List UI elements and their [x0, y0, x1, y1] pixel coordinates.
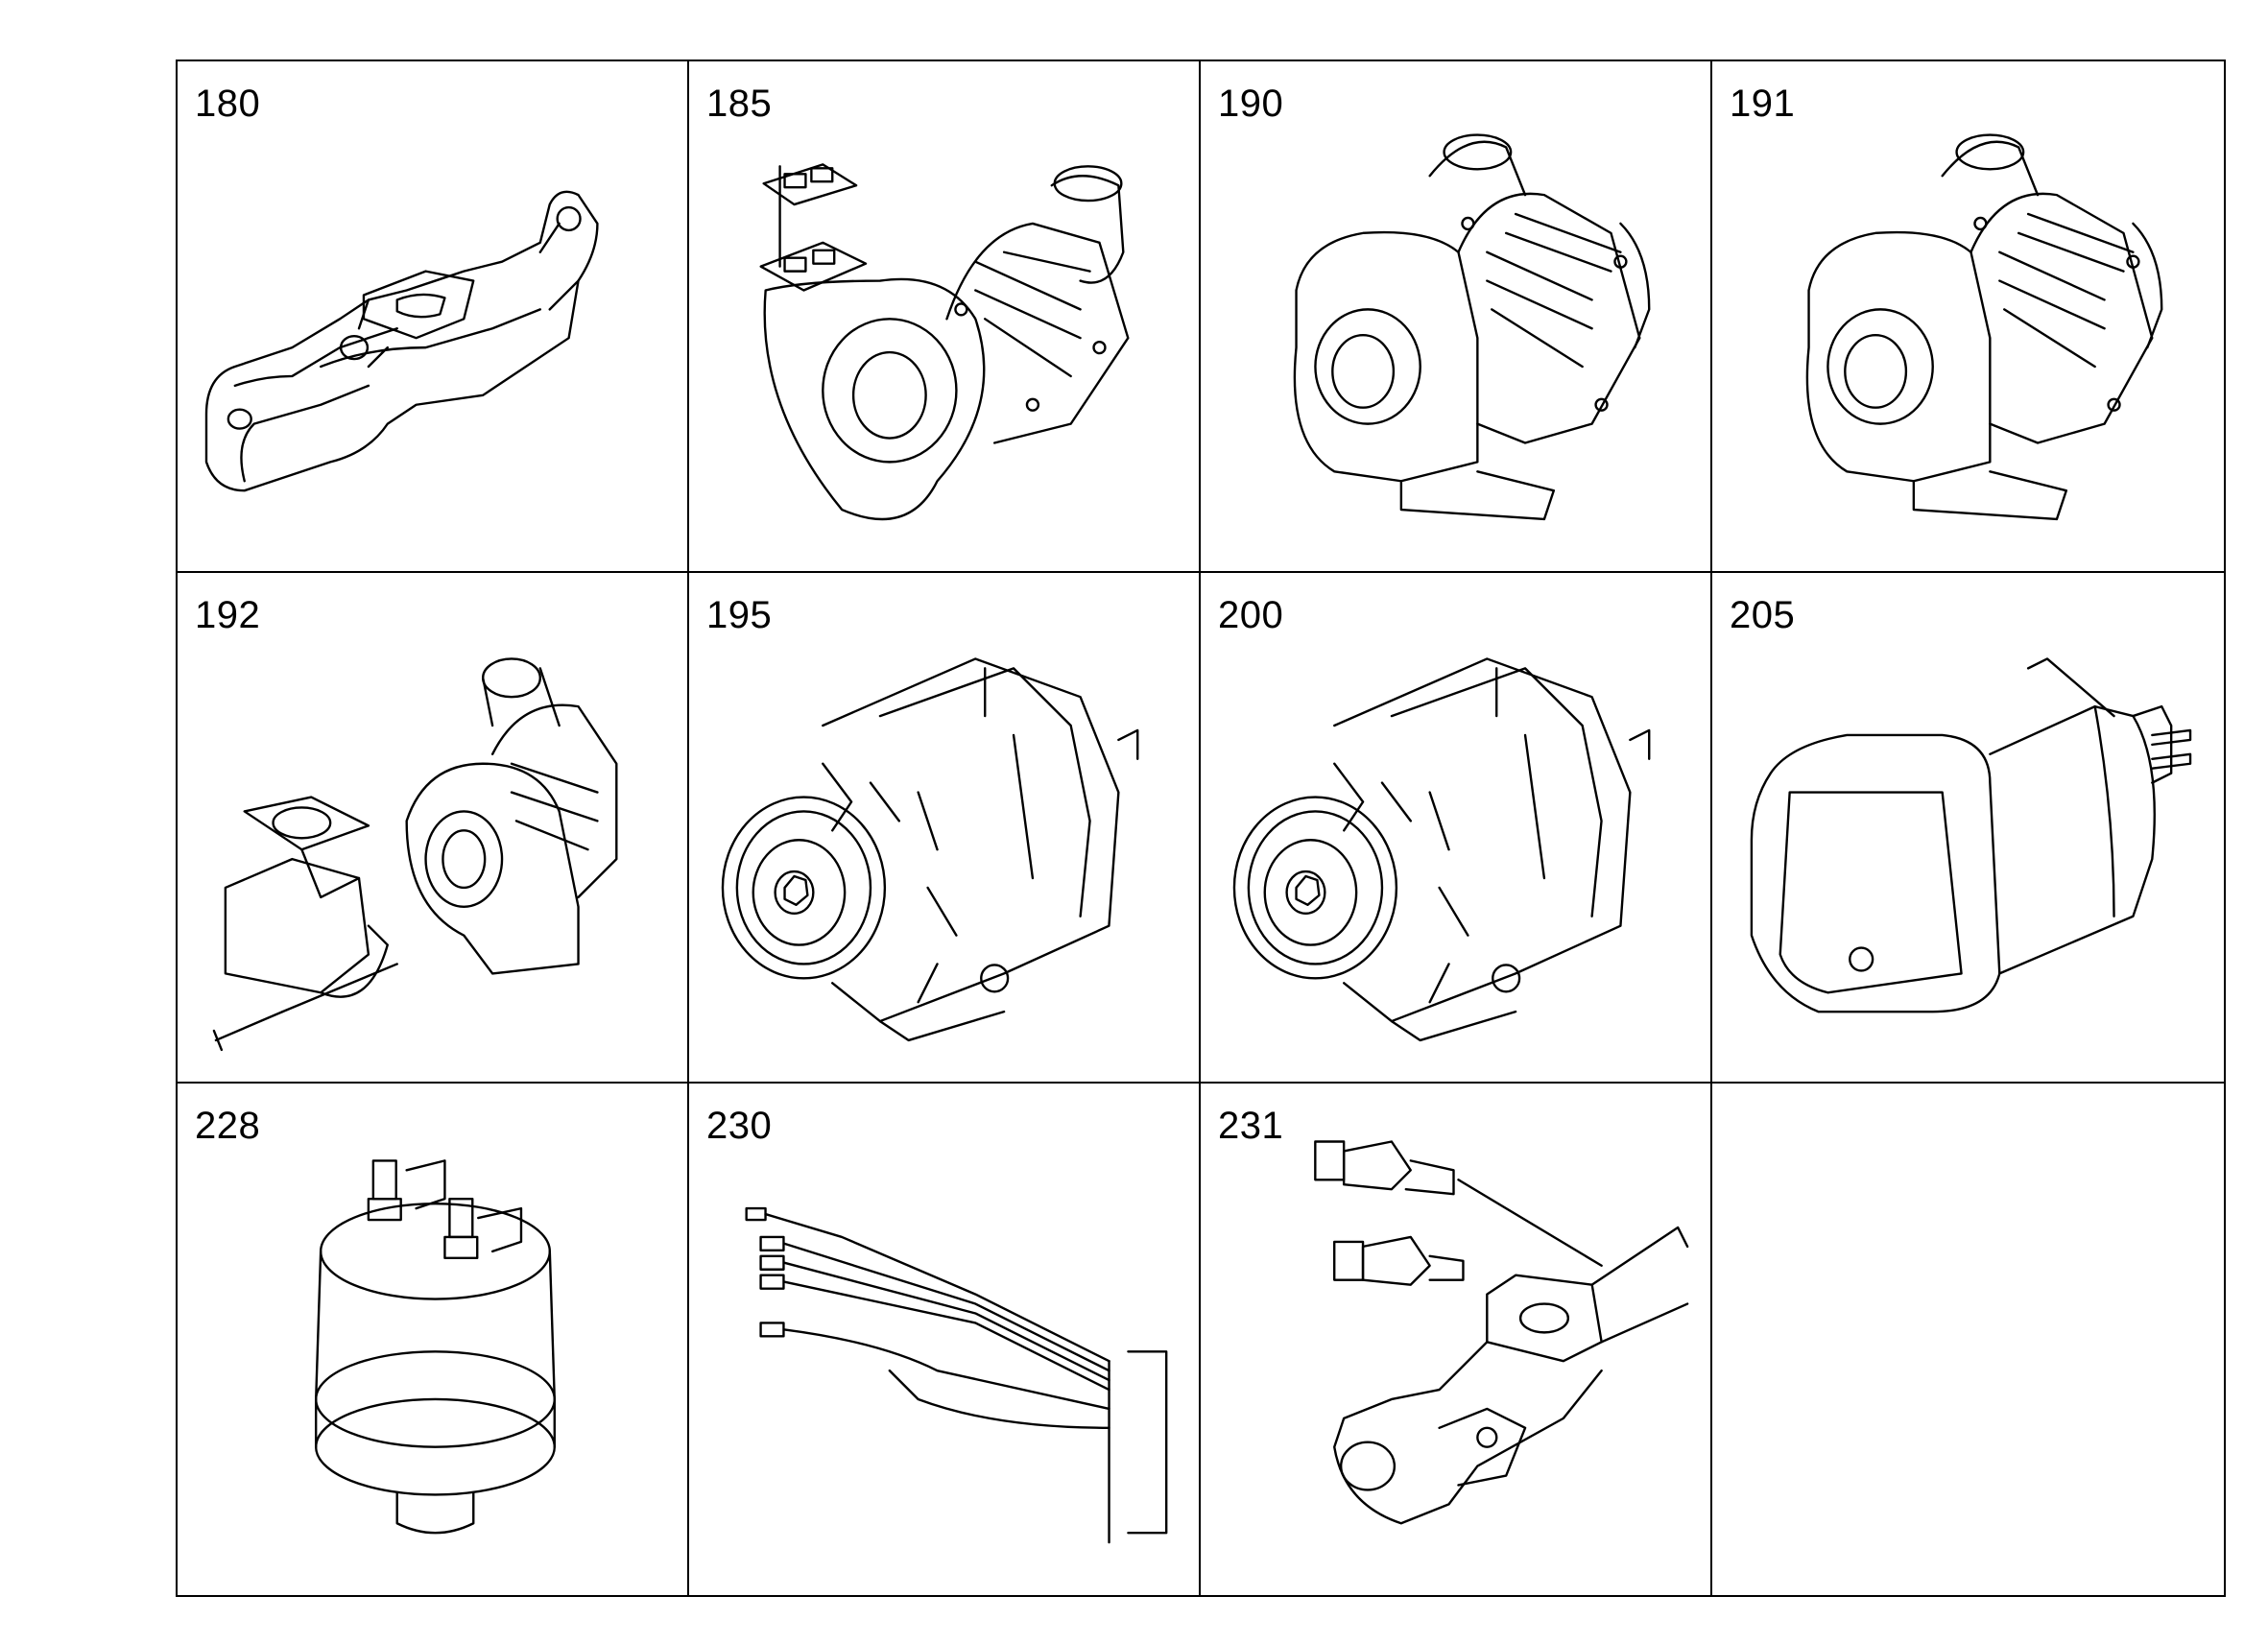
turbocharger-with-gaskets-icon: [759, 163, 1130, 521]
starter-motor-icon: [1750, 656, 2192, 1013]
alternator-icon: [721, 656, 1139, 1041]
part-cell-231[interactable]: 231: [1201, 1084, 1712, 1595]
part-cell-190[interactable]: 190: [1201, 61, 1712, 573]
part-number: 228: [195, 1105, 261, 1148]
part-cell-228[interactable]: 228: [178, 1084, 689, 1595]
turbocharger-icon: [1805, 133, 2163, 521]
part-cell-180[interactable]: 180: [178, 61, 689, 573]
part-number: 230: [706, 1105, 773, 1148]
part-cell-192[interactable]: 192: [178, 572, 689, 1084]
part-number: 192: [195, 593, 261, 636]
part-number: 190: [1218, 83, 1284, 125]
wiring-harness-icon: [745, 1207, 1168, 1544]
solenoid-relay-icon: [314, 1159, 556, 1535]
turbocharger-with-elbow-icon: [212, 656, 618, 1051]
part-number: 200: [1218, 593, 1284, 636]
exhaust-manifold-icon: [204, 190, 599, 492]
part-number: 185: [706, 83, 773, 125]
part-cell-195[interactable]: 195: [689, 572, 1201, 1084]
part-cell-205[interactable]: 205: [1712, 573, 2224, 1084]
turbocharger-icon: [1293, 133, 1651, 521]
part-number: 205: [1730, 593, 1796, 636]
part-cell-191[interactable]: 191: [1712, 61, 2224, 573]
empty-cell: [1712, 1084, 2224, 1595]
part-number: 231: [1218, 1105, 1284, 1148]
part-cell-200[interactable]: 200: [1201, 572, 1712, 1084]
alternator-icon: [1232, 656, 1651, 1041]
parts-grid: 180 185: [176, 60, 2226, 1597]
part-number: 195: [706, 593, 773, 636]
temperature-sender-icon: [1314, 1140, 1689, 1525]
part-cell-185[interactable]: 185: [689, 61, 1201, 573]
part-cell-230[interactable]: 230: [689, 1084, 1201, 1595]
part-number: 191: [1730, 83, 1796, 125]
part-number: 180: [195, 83, 261, 125]
